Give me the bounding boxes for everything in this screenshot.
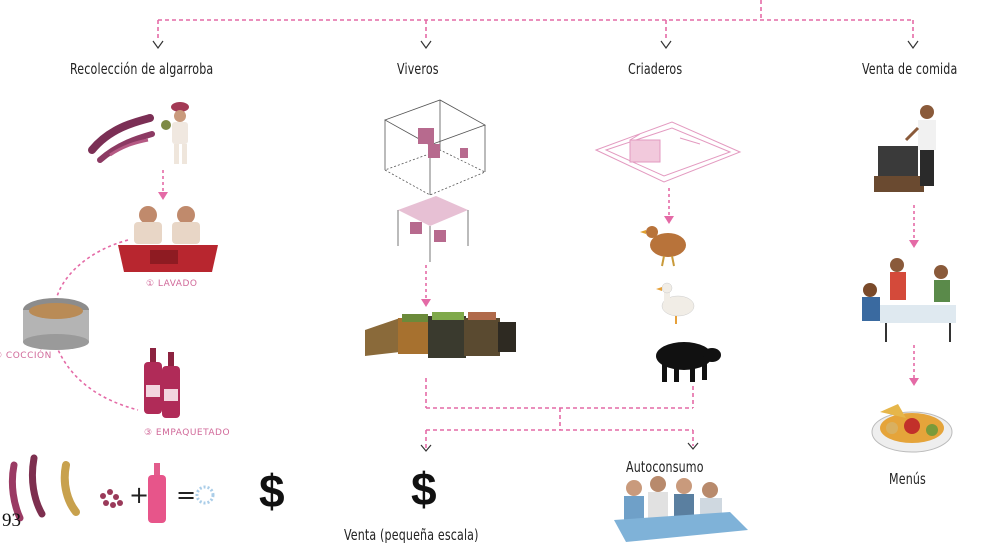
- arrow-to-crates: [421, 299, 431, 307]
- cooking-pot-illustration: [23, 298, 89, 350]
- bottles-illustration: [144, 348, 180, 418]
- food-plate-illustration: [871, 404, 953, 453]
- top-arrowheads: [152, 40, 919, 50]
- family-meal-illustration: [614, 476, 748, 542]
- step-label-lavado: ① LAVADO: [146, 279, 198, 289]
- chicken-illustration: [640, 226, 686, 267]
- cook-at-stove-illustration: [874, 105, 936, 192]
- greenhouse-plants-1: [418, 128, 468, 158]
- algarroba-flow-lines: [55, 170, 164, 411]
- page-number: 93: [2, 510, 21, 531]
- category-label-venta-comida: Venta de comida: [862, 60, 958, 78]
- collector-figure: [161, 102, 189, 164]
- equation-plus: +: [129, 481, 150, 509]
- category-label-criaderos: Criaderos: [628, 60, 683, 78]
- greenhouse-sketch-2: [397, 196, 469, 262]
- duck-illustration: [656, 282, 695, 324]
- output-label-venta: Venta (pequeña escala): [344, 526, 479, 544]
- merge-connector: [425, 378, 694, 448]
- pig-illustration: [656, 342, 721, 382]
- arrow-to-diners: [909, 240, 919, 248]
- category-label-viveros: Viveros: [397, 60, 439, 78]
- algarroba-pods-illustration: [88, 114, 155, 163]
- equation-dollar: $: [259, 465, 285, 517]
- output-label-menus: Menús: [889, 470, 926, 488]
- step-label-coccion: ② COCCIÓN: [0, 351, 52, 361]
- arrow-to-menus: [909, 378, 919, 386]
- equation-bottle: [148, 463, 166, 523]
- venta-dollar: $: [411, 463, 437, 515]
- category-label-algarroba: Recolección de algarroba: [70, 60, 214, 78]
- merge-arrowheads: [420, 442, 699, 452]
- step-label-empaquetado: ③ EMPAQUETADO: [144, 428, 231, 438]
- equation-seeds: [100, 489, 123, 508]
- washing-workers-illustration: [118, 206, 218, 272]
- equation-pods: [8, 454, 80, 522]
- output-label-autoconsumo: Autoconsumo: [626, 458, 704, 476]
- arrow-to-chicken: [664, 216, 674, 224]
- diners-table-illustration: [862, 258, 956, 342]
- coop-sketch: [594, 121, 742, 183]
- equation-equals: =: [176, 481, 197, 509]
- vegetable-crates-illustration: [365, 312, 516, 358]
- top-connector: [157, 0, 914, 40]
- arrow-to-lavado: [158, 192, 168, 200]
- equation-powder: [195, 485, 215, 505]
